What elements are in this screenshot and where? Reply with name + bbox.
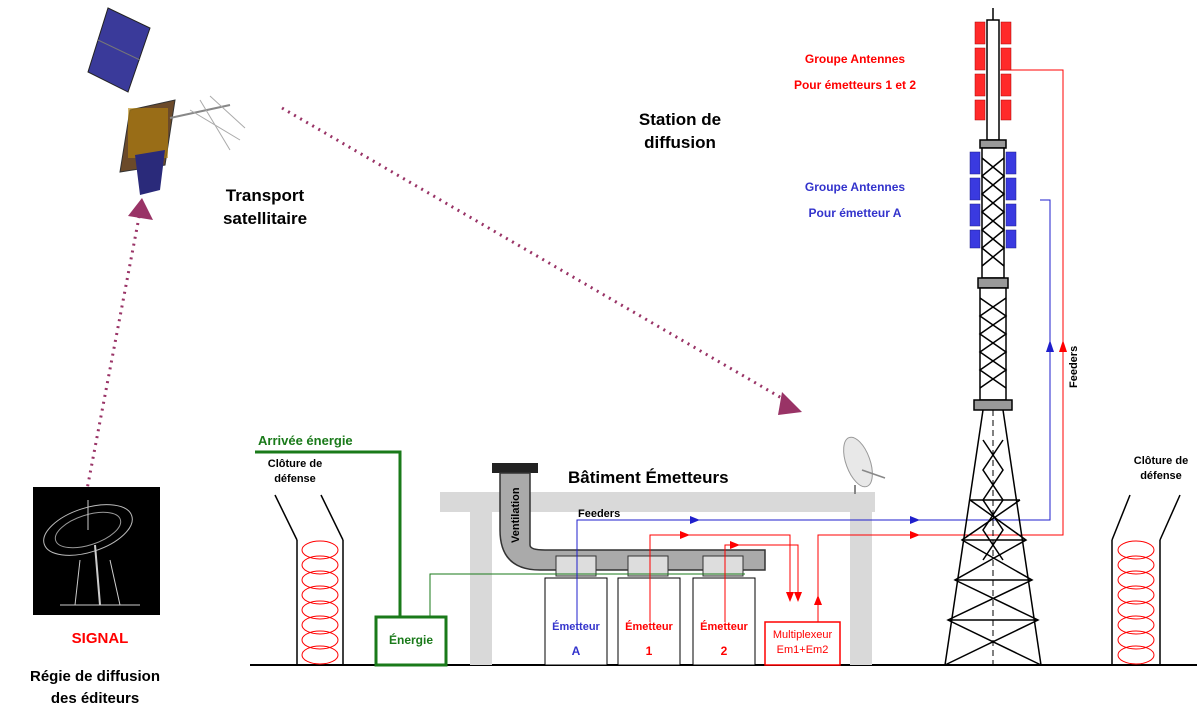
arrivee-energie-label: Arrivée énergie [258, 433, 353, 448]
multiplexeur-box [764, 621, 841, 666]
emetteur-1-box [617, 555, 681, 666]
emetteur-2-label-2: 2 [720, 644, 728, 658]
pour-emetteurs-1-2-label: Pour émetteurs 1 et 2 [793, 78, 917, 92]
groupe-antennes-red-label: Groupe Antennes [804, 52, 906, 66]
emetteur-a-label-1: Émetteur [552, 621, 600, 633]
energie-label: Énergie [388, 633, 433, 647]
emetteur-2-box [692, 555, 756, 666]
building-structure [440, 492, 875, 665]
signal-label: SIGNAL [71, 630, 129, 647]
groupe-antennes-blue-label: Groupe Antennes [804, 180, 906, 194]
pour-emetteur-a-label: Pour émetteur A [808, 206, 902, 220]
emetteur-a-box [544, 555, 608, 666]
energy-distribution-line [429, 573, 745, 617]
station-diffusion-line2: diffusion [644, 133, 716, 152]
energy-line [255, 450, 402, 617]
cloture-right-line1: Clôture de [1133, 455, 1189, 467]
red-antenna-group [974, 21, 1012, 121]
blue-feeder [576, 199, 1051, 630]
transport-line2: satellitaire [222, 209, 308, 228]
batiment-emetteurs-label: Bâtiment Émetteurs [568, 468, 729, 487]
cloture-right-line2: défense [1140, 470, 1182, 482]
uplink-arrowhead [128, 198, 153, 220]
broadcast-tower [944, 8, 1042, 666]
cloture-left-line1: Clôture de [267, 458, 323, 470]
regie-line2: des éditeurs [50, 690, 140, 707]
blue-antenna-group [969, 151, 1017, 249]
station-diffusion-line1: Station de [638, 110, 722, 129]
feeders-vertical-label: Feeders [1068, 345, 1080, 388]
left-fence [274, 494, 344, 665]
red-feeder [649, 69, 1064, 622]
energie-box [374, 615, 448, 667]
downlink-dotted-line [281, 106, 786, 402]
right-fence [1111, 494, 1181, 665]
emetteur-1-label-1: Émetteur [625, 621, 673, 633]
satellite-icon [87, 7, 246, 195]
dish-image [33, 487, 160, 615]
downlink-arrowhead [778, 392, 802, 415]
transport-line1: Transport [225, 186, 305, 205]
emetteur-a-label-2: A [571, 644, 581, 658]
emetteur-1-label-2: 1 [645, 644, 653, 658]
cloture-left-line2: défense [274, 473, 316, 485]
reception-dish-icon [843, 436, 886, 494]
multiplexeur-label-1: Multiplexeur [772, 629, 833, 641]
multiplexeur-label-2: Em1+Em2 [776, 644, 829, 656]
feeders-horizontal-label: Feeders [578, 508, 621, 520]
ventilation-label: Ventilation [510, 487, 522, 543]
emetteur-2-label-1: Émetteur [700, 621, 748, 633]
regie-line1: Régie de diffusion [29, 668, 160, 685]
uplink-dotted-line [83, 211, 142, 501]
